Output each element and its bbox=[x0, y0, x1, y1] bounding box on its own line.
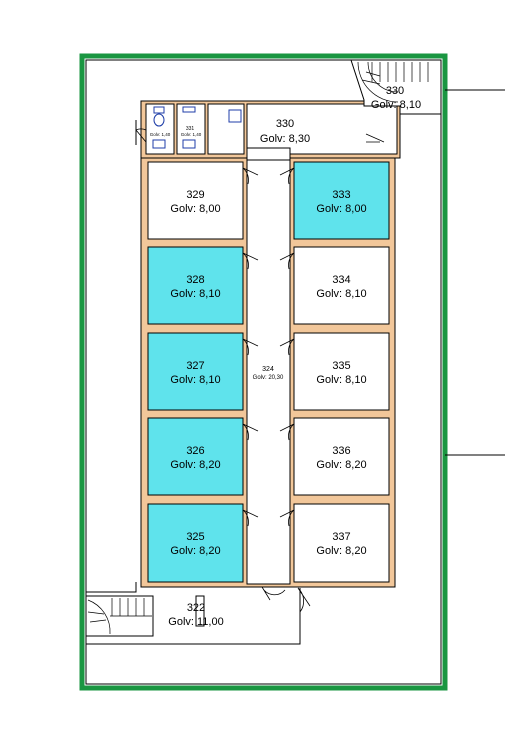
room-322-level: Golv: 11,00 bbox=[168, 616, 223, 628]
room-331-number: 331 bbox=[186, 126, 195, 132]
toilet-icon bbox=[152, 106, 242, 149]
stair-top-number: 330 bbox=[386, 85, 404, 97]
room-333-number: 333 bbox=[332, 189, 350, 201]
corridor-number: 324 bbox=[262, 366, 274, 373]
room-333-level: Golv: 8,00 bbox=[316, 203, 366, 215]
room-335-number: 335 bbox=[332, 360, 350, 372]
room-334-level: Golv: 8,10 bbox=[316, 288, 366, 300]
room-325-number: 325 bbox=[186, 531, 204, 543]
room-325-level: Golv: 8,20 bbox=[170, 545, 220, 557]
room-336-box bbox=[293, 417, 390, 496]
inner-boundary-line-bottom bbox=[86, 588, 301, 645]
room-327-number: 327 bbox=[186, 360, 204, 372]
door-swings bbox=[242, 167, 311, 613]
room-331-lobby bbox=[207, 103, 245, 155]
stair-treads-top bbox=[357, 61, 429, 103]
door-swing-upper-left bbox=[135, 128, 147, 143]
room-328-number: 328 bbox=[186, 274, 204, 286]
room-330-box bbox=[246, 103, 398, 155]
corridor-top-opening bbox=[246, 147, 291, 161]
room-328-level: Golv: 8,10 bbox=[170, 288, 220, 300]
room-326-box bbox=[147, 417, 244, 496]
room-336-level: Golv: 8,20 bbox=[316, 459, 366, 471]
room-334-box bbox=[293, 246, 390, 325]
outer-wall-inner-line bbox=[85, 59, 442, 685]
room-329-box bbox=[147, 161, 244, 240]
corridor-324 bbox=[246, 159, 291, 585]
room-334-number: 334 bbox=[332, 274, 350, 286]
room-326-number: 326 bbox=[186, 445, 204, 457]
room-327-level: Golv: 8,10 bbox=[170, 374, 220, 386]
stair-top-level: Golv: 8,10 bbox=[371, 99, 421, 111]
room-330-number: 330 bbox=[276, 118, 294, 130]
corridor-level: Golv: 20,30 bbox=[253, 375, 284, 381]
inner-boundary-line bbox=[86, 582, 137, 593]
room-327-box bbox=[147, 332, 244, 411]
room-336-number: 336 bbox=[332, 445, 350, 457]
room-322-number: 322 bbox=[187, 602, 205, 614]
room-333-box bbox=[293, 161, 390, 240]
room-329-level: Golv: 8,00 bbox=[170, 203, 220, 215]
room-331-wc-left bbox=[145, 103, 175, 155]
door-swing-room-330 bbox=[365, 133, 385, 143]
room-326-level: Golv: 8,20 bbox=[170, 459, 220, 471]
stair-top-right bbox=[350, 59, 442, 115]
room-335-box bbox=[293, 332, 390, 411]
room-337-box bbox=[293, 503, 390, 583]
room-337-number: 337 bbox=[332, 531, 350, 543]
room-329-number: 329 bbox=[186, 189, 204, 201]
stair-treads-bottom bbox=[87, 598, 152, 635]
room-330-level: Golv: 8,30 bbox=[260, 133, 310, 145]
room-335-level: Golv: 8,10 bbox=[316, 374, 366, 386]
outer-wall bbox=[79, 53, 448, 691]
stair-post-322 bbox=[195, 595, 205, 627]
room-337-level: Golv: 8,20 bbox=[316, 545, 366, 557]
room-328-box bbox=[147, 246, 244, 325]
room-331-level-a: Golv: 1,40 bbox=[150, 132, 171, 137]
room-325-box bbox=[147, 503, 244, 583]
room-331-level-b: Golv: 1,40 bbox=[181, 132, 202, 137]
